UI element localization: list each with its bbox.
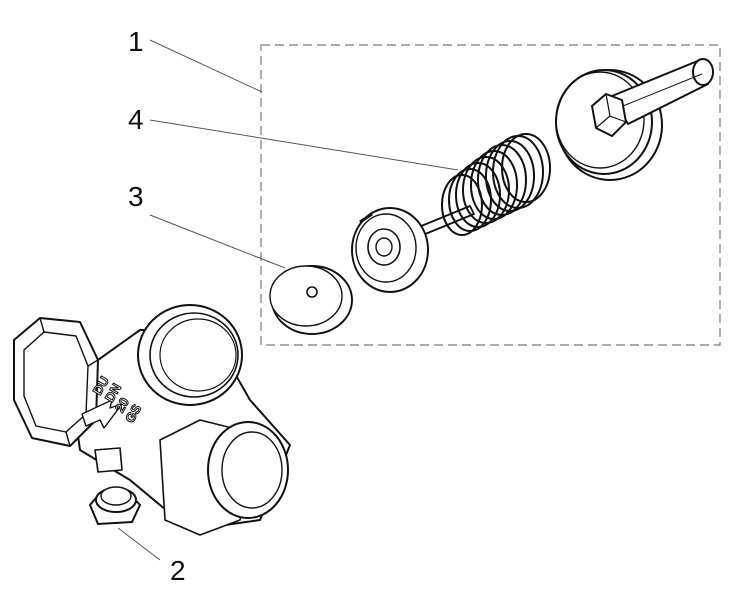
leader-line-2 bbox=[117, 527, 161, 561]
callout-1: 1 bbox=[128, 26, 144, 57]
valve-body-part bbox=[13, 304, 291, 536]
callout-2: 2 bbox=[170, 555, 186, 586]
spring-spindle-part bbox=[351, 133, 551, 293]
valve-body-marking: DU DN 20 GS bbox=[89, 373, 145, 426]
callout-4: 4 bbox=[128, 104, 144, 135]
leader-line-1 bbox=[149, 39, 263, 93]
marking-line-3: 20 bbox=[112, 395, 132, 415]
leader-line-4 bbox=[149, 119, 459, 171]
washer-part bbox=[269, 265, 353, 335]
part-1-group-dashed-box bbox=[260, 44, 721, 346]
leader-lines bbox=[117, 39, 459, 561]
callout-3: 3 bbox=[128, 181, 144, 212]
bonnet-cap-part bbox=[555, 58, 714, 181]
drain-plug-part bbox=[88, 486, 142, 526]
leader-line-3 bbox=[149, 214, 286, 269]
